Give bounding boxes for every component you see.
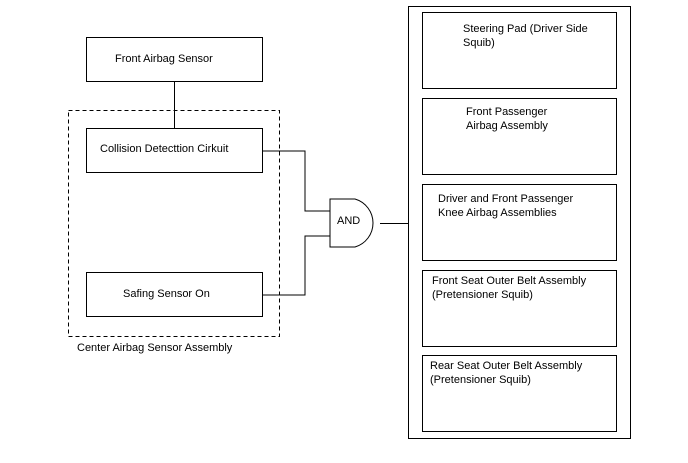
front-airbag-sensor-label: Front Airbag Sensor xyxy=(115,53,213,65)
output-front-seat-belt: Front Seat Outer Belt Assembly (Pretensi… xyxy=(422,270,617,347)
output-steering-pad: Steering Pad (Driver Side Squib) xyxy=(422,12,617,89)
safing-sensor-box: Safing Sensor On xyxy=(86,272,263,317)
output-knee-airbags-label: Driver and Front Passenger Knee Airbag A… xyxy=(438,193,574,219)
output-front-passenger-airbag: Front Passenger Airbag Assembly xyxy=(422,98,617,175)
front-airbag-sensor-box: Front Airbag Sensor xyxy=(86,37,263,82)
output-panel xyxy=(408,6,631,439)
and-gate-label: AND xyxy=(337,215,361,227)
collision-circuit-label: Collision Detecttion Cirkuit xyxy=(100,143,229,155)
center-assembly-label: Center Airbag Sensor Assembly xyxy=(77,342,233,354)
output-knee-airbags: Driver and Front Passenger Knee Airbag A… xyxy=(422,184,617,261)
collision-circuit-box: Collision Detecttion Cirkuit xyxy=(86,128,263,173)
output-steering-pad-label: Steering Pad (Driver Side Squib) xyxy=(463,23,588,49)
output-rear-seat-belt: Rear Seat Outer Belt Assembly (Pretensio… xyxy=(422,355,617,432)
and-gate xyxy=(329,198,374,248)
collision-to-and-connector xyxy=(263,150,330,212)
output-rear-seat-belt-label: Rear Seat Outer Belt Assembly (Pretensio… xyxy=(430,360,583,386)
output-front-passenger-airbag-label: Front Passenger Airbag Assembly xyxy=(466,106,548,132)
safing-sensor-label: Safing Sensor On xyxy=(123,288,210,300)
output-front-seat-belt-label: Front Seat Outer Belt Assembly (Pretensi… xyxy=(432,275,587,301)
safing-to-and-connector xyxy=(263,235,330,296)
